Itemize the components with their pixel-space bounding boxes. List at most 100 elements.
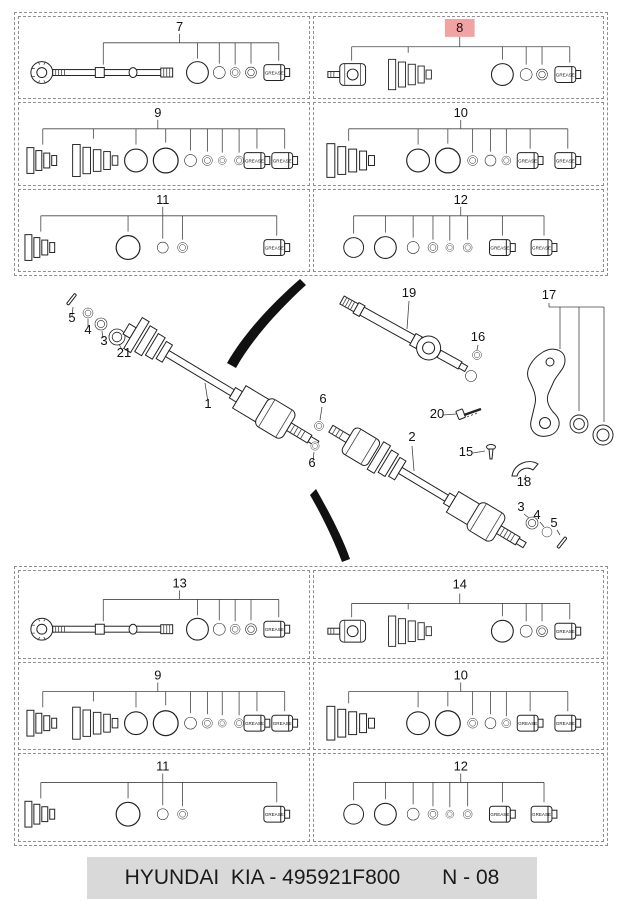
grease-bottle-icon xyxy=(271,152,299,170)
part-group-panel-14[interactable]: 14 xyxy=(312,570,604,659)
ring-icon xyxy=(484,717,496,729)
part-group-number: 10 xyxy=(453,105,467,120)
grease-bottle-icon xyxy=(263,806,291,823)
brush-stroke xyxy=(310,489,350,562)
grease-bottle-icon xyxy=(553,66,581,83)
retainer-parts-left xyxy=(66,293,126,351)
callout-label[interactable]: 4 xyxy=(533,507,540,522)
part-group-panel-13[interactable]: 13 xyxy=(18,570,310,659)
ring-icon xyxy=(157,241,169,253)
lower-variant-table: 13 14 9 xyxy=(14,566,608,846)
part-group-number: 9 xyxy=(154,105,161,120)
ring-icon xyxy=(535,625,548,637)
footer-bar: HYUNDAI KIA - 495921F800 N - 08 xyxy=(87,857,537,899)
boot-cone-icon xyxy=(24,801,56,828)
ring-icon xyxy=(115,234,141,260)
part-group-art: 10 xyxy=(325,667,581,741)
part-group-panel-8[interactable]: 8 xyxy=(312,16,604,100)
ring-icon xyxy=(466,155,478,167)
ring-icon xyxy=(472,350,482,360)
part-group-number: 9 xyxy=(154,667,161,682)
callout-label[interactable]: 3 xyxy=(100,333,107,348)
grease-bottle-icon xyxy=(243,152,271,170)
grease-bottle-icon xyxy=(553,714,581,732)
callout-label[interactable]: 6 xyxy=(308,455,315,470)
ring-icon xyxy=(115,802,141,828)
part-group-panel-11b[interactable]: 11 xyxy=(18,753,310,842)
callout-label[interactable]: 17 xyxy=(542,287,556,302)
ring-icon xyxy=(177,241,188,253)
part-group-number: 11 xyxy=(156,759,169,774)
callout-label[interactable]: 16 xyxy=(471,329,485,344)
ring-icon xyxy=(462,242,472,252)
cv-boot-icon xyxy=(72,706,119,740)
cv-boot-icon xyxy=(325,705,375,741)
part-group-art: 9 xyxy=(26,667,299,740)
support-bracket xyxy=(527,303,614,446)
ring-icon xyxy=(186,61,209,84)
grease-bottle-icon xyxy=(488,806,516,823)
part-group-number: 7 xyxy=(176,19,183,34)
callout-label[interactable]: 2 xyxy=(408,429,415,444)
ring-icon xyxy=(218,718,227,728)
callout-label[interactable]: 6 xyxy=(319,391,326,406)
callout-label[interactable]: 1 xyxy=(204,396,211,411)
callout-label[interactable]: 5 xyxy=(550,515,557,530)
axle-shaft-icon xyxy=(30,617,174,641)
part-group-panel-11[interactable]: 11 xyxy=(18,188,310,272)
grease-bottle-icon xyxy=(530,238,557,256)
ring-icon xyxy=(490,63,514,86)
ring-icon xyxy=(406,240,419,254)
part-group-art: 7 xyxy=(30,19,291,84)
part-group-art: 13 xyxy=(30,576,291,641)
footer-page-code: N - 08 xyxy=(442,866,500,889)
grease-bottle-icon xyxy=(553,622,581,640)
part-group-panel-12b[interactable]: 12 xyxy=(312,753,604,842)
boot-cone-icon xyxy=(26,147,58,175)
callout-label[interactable]: 19 xyxy=(402,285,416,300)
footer-part-number: HYUNDAI KIA - 495921F800 xyxy=(124,866,401,889)
ring-icon xyxy=(124,710,148,735)
ring-icon xyxy=(445,243,454,252)
callout-label[interactable]: 3 xyxy=(517,499,524,514)
ring-icon xyxy=(245,623,257,635)
ring-icon xyxy=(218,156,227,166)
part-group-panel-7[interactable]: 7 xyxy=(18,16,310,100)
part-group-number: 8 xyxy=(456,20,463,35)
callout-label[interactable]: 21 xyxy=(117,345,131,360)
grease-bottle-icon xyxy=(263,620,291,638)
intermediate-shaft xyxy=(339,295,469,373)
cv-boot-icon xyxy=(387,58,432,91)
ring-icon xyxy=(373,803,397,826)
callout-label[interactable]: 5 xyxy=(68,310,75,325)
ring-icon xyxy=(229,67,241,78)
ring-icon xyxy=(310,441,320,451)
part-group-panel-10b[interactable]: 10 xyxy=(312,661,604,751)
ring-icon xyxy=(202,155,213,167)
ring-icon xyxy=(445,810,454,819)
bearing-ring-icon xyxy=(569,414,589,434)
ring-icon xyxy=(202,717,213,729)
grease-bottle-icon xyxy=(516,714,544,732)
cv-boot-icon xyxy=(325,143,375,179)
retainer-parts-right xyxy=(525,516,568,549)
inner-joint-icon xyxy=(326,63,366,86)
part-group-panel-9[interactable]: 9 xyxy=(18,102,310,186)
callout-label[interactable]: 15 xyxy=(459,444,473,459)
callout-label[interactable]: 20 xyxy=(430,406,444,421)
grease-bottle-icon xyxy=(530,806,557,823)
ring-icon xyxy=(177,809,188,820)
part-group-number: 12 xyxy=(453,192,467,207)
ring-icon xyxy=(157,808,169,821)
callout-label[interactable]: 18 xyxy=(517,474,531,489)
part-group-panel-10[interactable]: 10 xyxy=(312,102,604,186)
part-group-number: 12 xyxy=(453,759,467,774)
ring-icon xyxy=(184,716,197,730)
part-group-panel-9b[interactable]: 9 xyxy=(18,661,310,751)
grease-bottle-icon xyxy=(243,714,271,732)
ring-icon xyxy=(213,66,226,79)
part-group-panel-12[interactable]: 12 xyxy=(312,188,604,272)
callout-label[interactable]: 4 xyxy=(84,322,91,337)
ring-icon xyxy=(405,148,430,173)
ring-icon xyxy=(427,241,438,253)
